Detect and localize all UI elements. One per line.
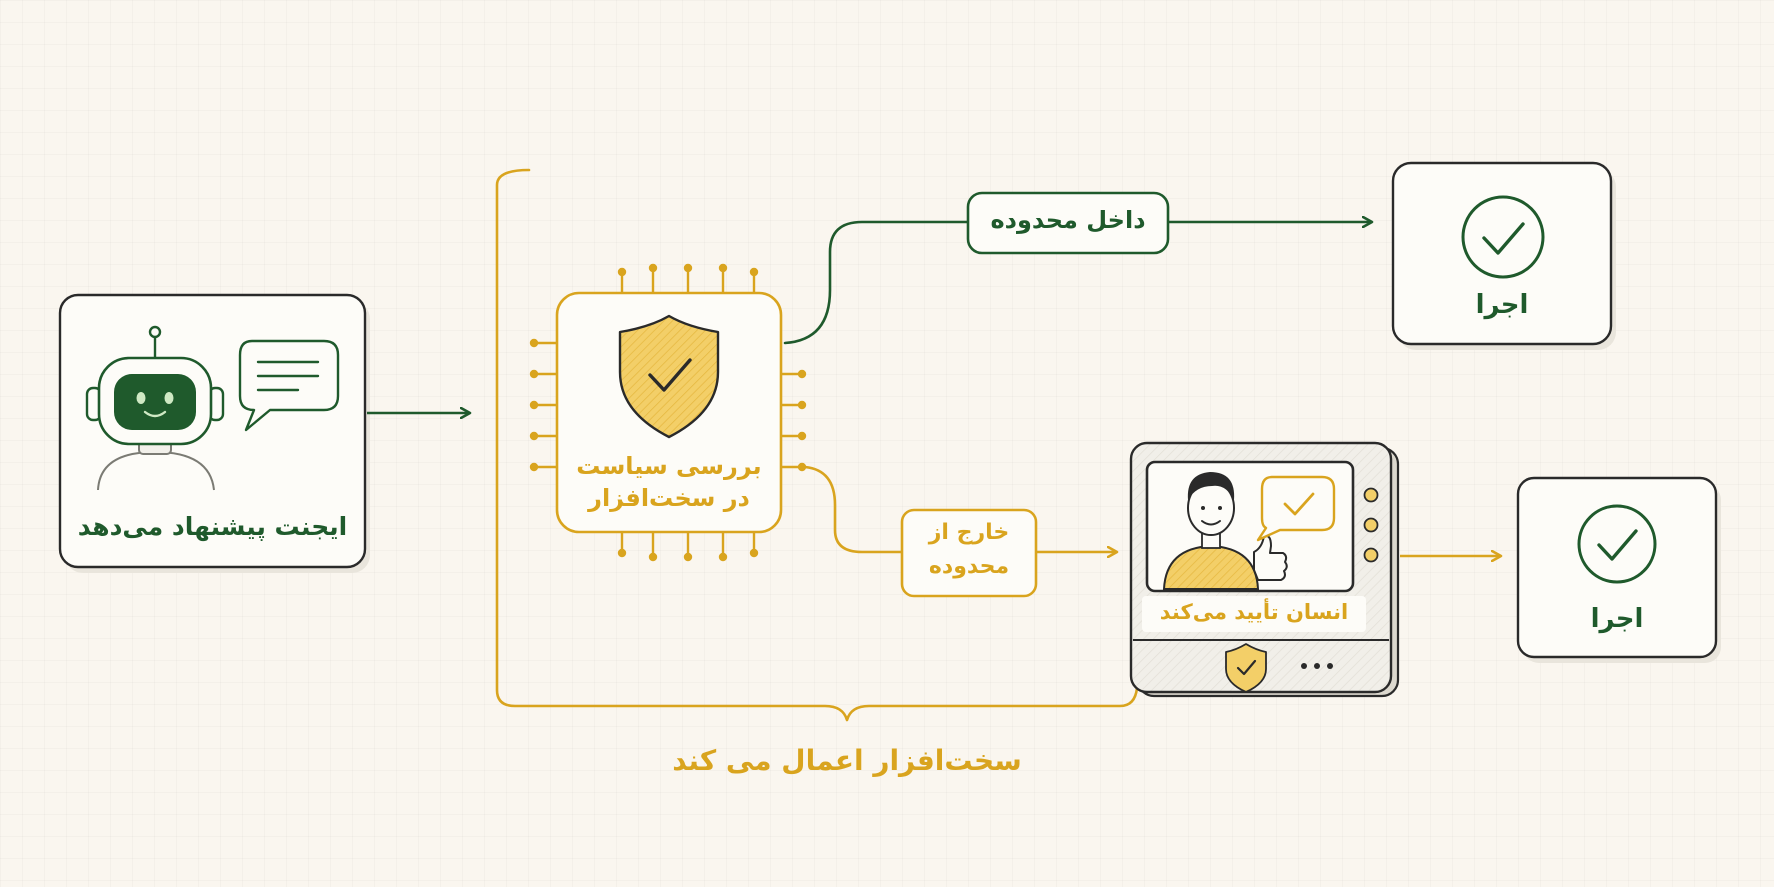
agent-label: ایجنت پیشنهاد می‌دهد [77, 512, 348, 541]
shield-check-icon [618, 314, 720, 439]
path-in-scope [783, 220, 970, 345]
human-label-plate [1142, 596, 1366, 632]
out-of-scope-label-line2: محدوده [928, 554, 1010, 579]
check-circle-icon [1461, 195, 1545, 279]
path-out-of-scope [803, 465, 904, 554]
device-button [1363, 487, 1379, 503]
execute-bottom-box [1516, 476, 1718, 659]
agent-node [58, 293, 370, 573]
speech-bubble-icon [238, 339, 340, 432]
in-scope-label: داخل محدوده [990, 206, 1146, 234]
policy-check-label-line2: در سخت‌افزار [588, 484, 750, 512]
robot-icon [85, 325, 225, 491]
check-circle-icon [1577, 504, 1657, 584]
out-of-scope-pill [900, 508, 1038, 598]
bracket-caption: سخت‌افزار اعمال می کند [672, 744, 1022, 777]
human-approval-label: انسان تأیید می‌کند [1159, 600, 1349, 624]
more-dots-icon [1301, 663, 1333, 669]
approval-bubble-icon [1256, 475, 1336, 542]
execute-bottom-label: اجرا [1590, 604, 1644, 634]
device-button [1363, 547, 1379, 563]
policy-check-node [529, 263, 807, 562]
device-button [1363, 517, 1379, 533]
human-approval-node [1129, 441, 1400, 698]
hardware-bracket [495, 168, 1139, 722]
execute-top-box [1391, 161, 1613, 346]
policy-check-label-line1: بررسی سیاست [576, 452, 762, 480]
execute-bottom-node [1516, 476, 1721, 663]
execute-top-node [1391, 161, 1616, 350]
out-of-scope-label-line1: خارج از [928, 520, 1010, 545]
chip-icon [529, 263, 807, 562]
in-scope-pill [966, 191, 1170, 255]
shield-check-icon [1225, 643, 1267, 693]
person-icon [1162, 472, 1260, 590]
execute-top-label: اجرا [1475, 290, 1529, 320]
